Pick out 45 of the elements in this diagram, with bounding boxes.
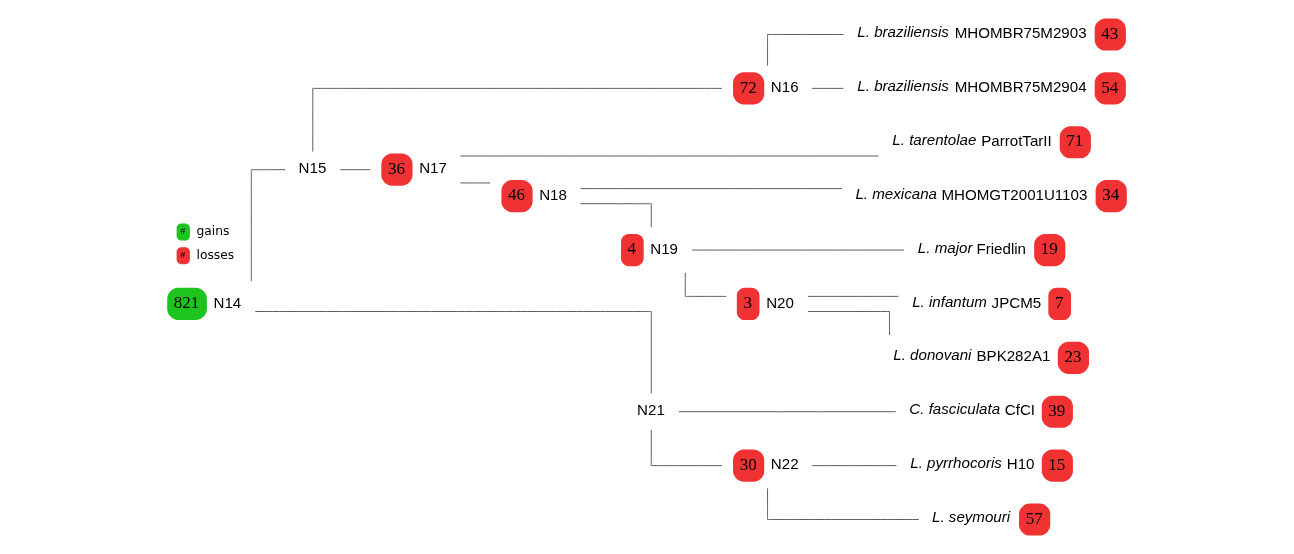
connector: [580, 203, 652, 228]
legend-label: losses: [196, 247, 235, 262]
node-label: L. braziliensis MHOMBR75M2904: [857, 77, 1087, 95]
connector: [684, 272, 727, 297]
node-label: L. tarentolae ParrotTarII: [892, 130, 1052, 149]
node-label: L. major Friedlin: [917, 238, 1027, 257]
node-label: N22: [770, 455, 799, 473]
node-label: N16: [770, 77, 799, 95]
node-label: L. mexicana MHOMGT2001U1103: [855, 184, 1088, 203]
node-label: L. donovani BPK282A1: [893, 346, 1051, 365]
connector: [459, 182, 491, 184]
node-label: N19: [650, 239, 679, 257]
label: #: [180, 249, 186, 260]
node-label: L. braziliensis MHOMBR75M2903: [857, 23, 1087, 42]
connector: [580, 188, 843, 190]
node-label: C. fasciculata CfCI: [909, 400, 1036, 419]
node-label: N17: [419, 159, 447, 177]
connector: [767, 34, 844, 66]
connector: [339, 169, 371, 171]
connector: [678, 411, 897, 413]
node-text: N21: [637, 401, 665, 419]
node-label: L. seymouri: [932, 508, 1011, 526]
node-label: L. pyrrhocoris H10: [910, 454, 1035, 473]
node-text: N15: [298, 159, 327, 177]
connector: [811, 87, 844, 89]
node-box: 7: [1048, 287, 1072, 320]
legend-label: gains: [196, 224, 230, 239]
node-label: N18: [539, 185, 567, 203]
connector: [250, 169, 286, 282]
connector: [254, 311, 652, 394]
connector: [691, 249, 905, 251]
node-box: 4: [621, 234, 644, 267]
node-box: 821: [167, 287, 207, 320]
node-label: N20: [766, 293, 794, 311]
connector: [650, 429, 723, 467]
node-box: 3: [736, 287, 760, 320]
connector: [459, 155, 880, 157]
connector: [807, 295, 899, 297]
node-label: L. infantum JPCM5: [912, 292, 1042, 311]
connector: [807, 311, 890, 336]
label: #: [180, 226, 186, 237]
connector: [811, 465, 897, 467]
node-label: N14: [213, 293, 242, 311]
connector: [312, 87, 723, 153]
connector: [767, 488, 920, 520]
